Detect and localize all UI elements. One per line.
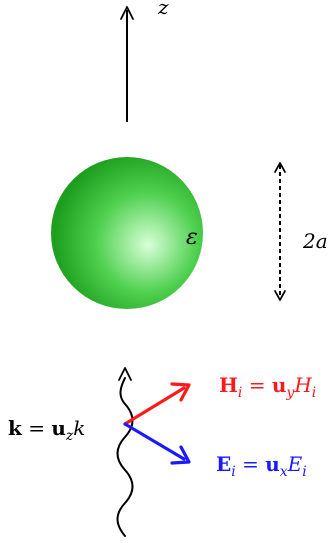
diameter-label: 2a xyxy=(302,229,328,253)
h-subscript: i xyxy=(238,385,242,401)
e-unit-vector: u xyxy=(265,452,280,476)
z-axis-label: z xyxy=(157,0,169,19)
e-field-line xyxy=(123,422,186,461)
e-field-equation: Ei = uxEi xyxy=(216,452,307,480)
e-subscript: i xyxy=(231,464,235,480)
e-magnitude-subscript: i xyxy=(302,464,306,480)
h-field-line xyxy=(123,386,186,426)
k-unit-vector: u xyxy=(51,416,66,440)
h-field-arrowhead xyxy=(170,382,191,402)
h-equals: = xyxy=(242,373,271,397)
wave-squiggle xyxy=(116,377,134,537)
k-symbol: k xyxy=(8,416,23,440)
incident-wave xyxy=(116,367,134,537)
e-symbol: E xyxy=(216,452,231,476)
z-axis: z xyxy=(120,0,169,122)
e-unit-subscript: x xyxy=(280,464,288,480)
k-magnitude: k xyxy=(73,416,85,440)
z-axis-arrowhead xyxy=(120,6,134,20)
diameter-arrowhead-bottom xyxy=(274,290,286,301)
diameter-arrowhead-top xyxy=(274,162,286,173)
e-field-arrowhead xyxy=(170,445,191,465)
wave-vector-equation: k = uzk xyxy=(8,416,85,444)
permittivity-label: ε xyxy=(186,225,198,250)
dielectric-sphere: ε xyxy=(51,157,203,309)
h-magnitude-subscript: i xyxy=(312,385,316,401)
h-field-equation: Hi = uyHi xyxy=(219,373,316,401)
h-symbol: H xyxy=(219,373,238,397)
wave-arrowhead xyxy=(118,367,132,381)
e-magnitude: E xyxy=(287,452,303,476)
sphere-body xyxy=(51,157,203,309)
k-equals: = xyxy=(22,416,51,440)
diameter-indicator: 2a xyxy=(274,162,328,301)
h-magnitude: H xyxy=(293,373,312,397)
h-field-vector xyxy=(123,382,191,426)
h-unit-subscript: y xyxy=(285,385,295,401)
k-unit-subscript: z xyxy=(65,428,74,444)
e-field-vector xyxy=(123,422,191,465)
h-unit-vector: u xyxy=(272,373,287,397)
e-equals: = xyxy=(236,452,265,476)
